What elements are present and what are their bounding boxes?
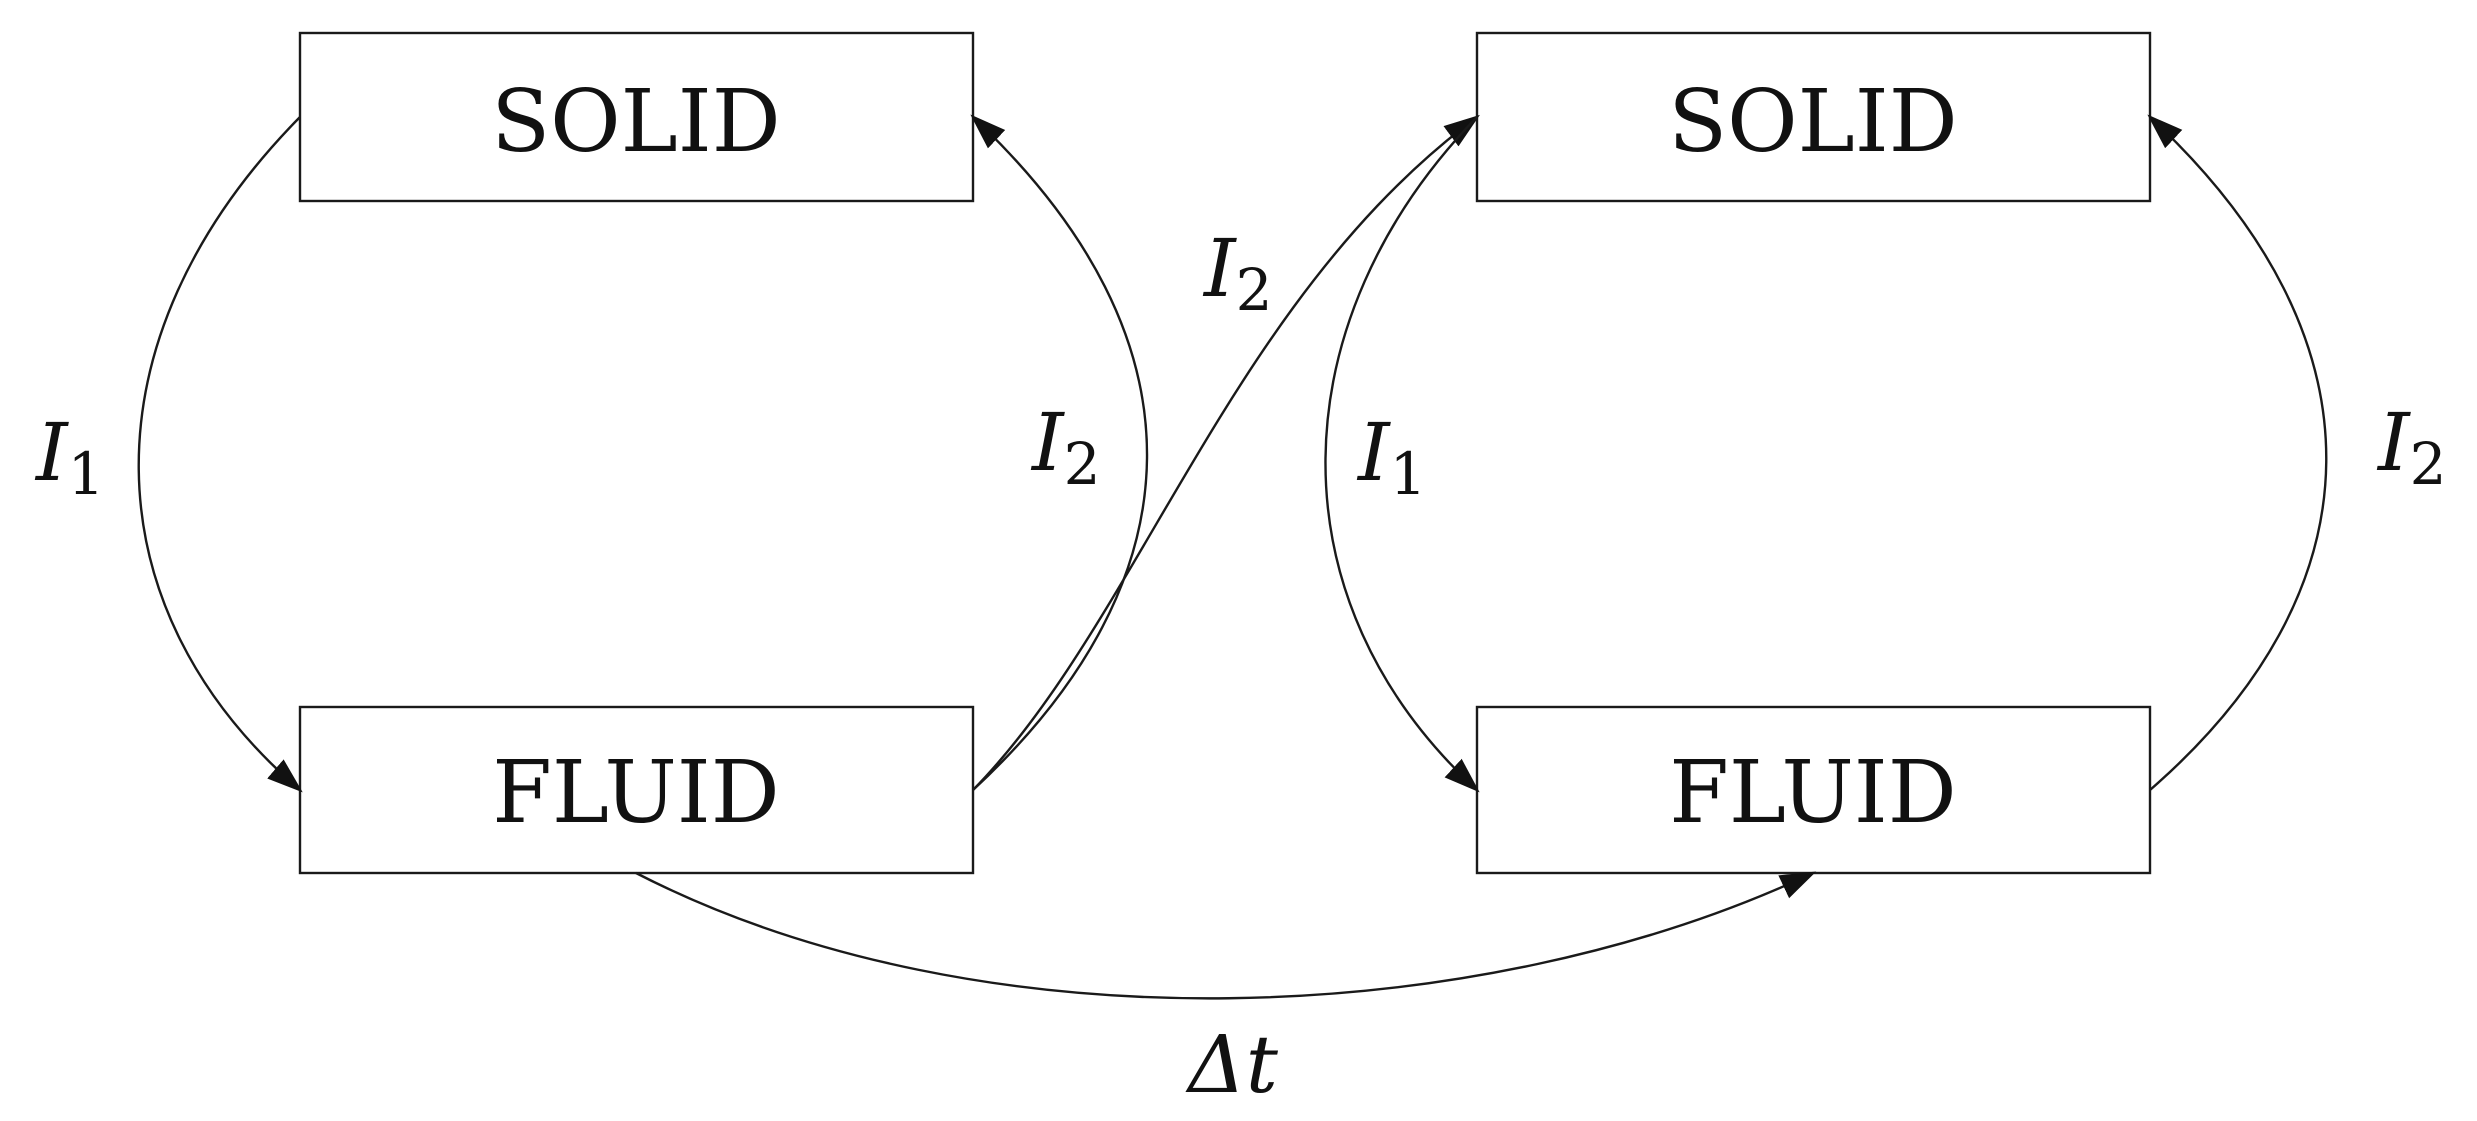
fluid-label-left: FLUID [492,743,779,843]
solid-box-left: SOLID [298,31,975,203]
label-i1-right: I1 [1356,406,1427,508]
fluid-label-right: FLUID [1669,743,1956,843]
solid-label-right: SOLID [1668,72,1957,172]
label-i1-left: I1 [34,406,105,508]
fluid-box-left: FLUID [298,705,975,875]
solid-label-left: SOLID [491,72,780,172]
edge-fluid-left-to-solid-right [972,114,1480,791]
edge-fluid-to-solid-right [2147,114,2328,791]
label-i2-right: I2 [2376,396,2447,498]
solid-box-right: SOLID [1475,31,2152,203]
edge-solid-to-fluid-right [1324,116,1480,793]
label-i2-cross: I2 [1202,222,1273,324]
edge-fluid-to-solid-left [970,114,1149,791]
fluid-box-right: FLUID [1475,705,2152,875]
label-time-step: Δt [1185,1018,1279,1111]
label-i2-left: I2 [1030,396,1101,498]
edge-solid-to-fluid-left [137,116,303,793]
edge-time-step [635,871,1817,1000]
